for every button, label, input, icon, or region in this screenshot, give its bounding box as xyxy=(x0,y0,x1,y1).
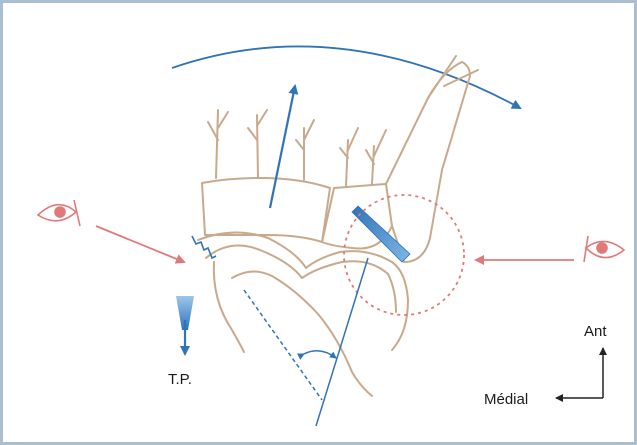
upward-arrow xyxy=(270,86,295,208)
ant-label: Ant xyxy=(584,323,607,340)
rotation-arc-arrow xyxy=(172,46,520,108)
tp-label: T.P. xyxy=(168,371,192,388)
medial-label: Médial xyxy=(484,391,528,408)
axis-line xyxy=(316,258,368,426)
tp-fan-arrow xyxy=(176,296,194,354)
angle-arc xyxy=(304,351,336,358)
right-eye-icon xyxy=(584,236,624,262)
bone-outlines xyxy=(198,56,478,396)
lateral-bone xyxy=(386,62,470,262)
left-view-arrow xyxy=(96,226,184,262)
medial-bone xyxy=(202,178,330,242)
left-eye-icon xyxy=(38,200,80,226)
condyle xyxy=(198,232,408,350)
torn-edge xyxy=(192,236,216,258)
